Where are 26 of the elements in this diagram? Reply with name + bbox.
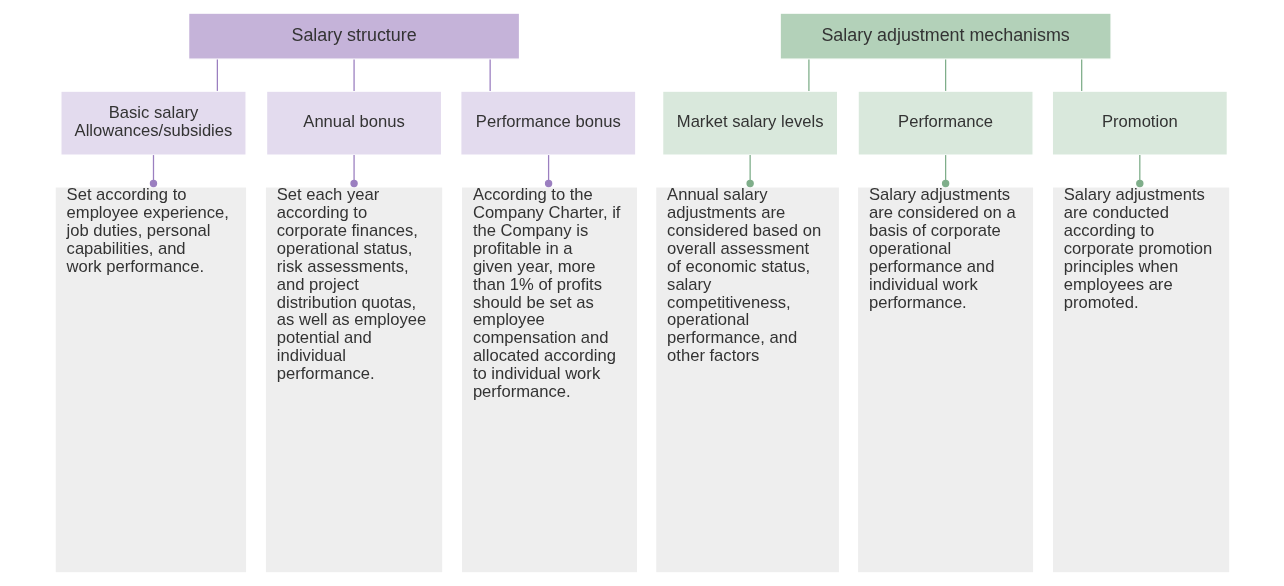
node-box: Set according to employee experience, job duties, personal capabilities, and work performance.: [53, 186, 247, 574]
connector: [349, 154, 358, 188]
node-box: Promotion: [1051, 90, 1228, 156]
connector: [941, 154, 949, 188]
node-box: Performance: [856, 90, 1034, 156]
connector: [745, 154, 754, 188]
connector: [352, 58, 355, 92]
node-box: Salary structure: [187, 12, 520, 60]
node-box: Salary adjustment mechanisms: [779, 12, 1112, 60]
connector: [1080, 58, 1082, 92]
node-box: Market salary levels: [661, 90, 838, 156]
node-box: Basic salary Allowances/subsidies: [59, 90, 247, 156]
connector: [944, 58, 946, 92]
connector: [1135, 154, 1144, 188]
node-box: Salary adjustments are conducted according to corporate promotion principles when employees are promoted.: [1051, 186, 1231, 574]
node-box: Annual bonus: [265, 90, 442, 156]
connector: [544, 154, 552, 188]
node-box: Performance bonus: [459, 90, 636, 156]
connector: [149, 154, 157, 188]
node-box: Salary adjustments are considered on a basis of corporate operational performance and individual work performance.: [856, 186, 1034, 574]
connector: [216, 58, 218, 92]
node-box: Set each year according to corporate finances, operational status, risk assessments, and project distribution quotas, as well as employee potential and individual performance.: [264, 186, 443, 574]
connector: [807, 58, 810, 92]
connector: [489, 58, 491, 92]
node-box: According to the Company Charter, if the Company is profitable in a given year, more than 1% of profits should be set as employee compensation and allocated according to individual work performance.: [460, 186, 638, 574]
node-box: Annual salary adjustments are considered based on overall assessment of economic status, salary competitiveness, operational performance, and other factors: [654, 186, 840, 574]
